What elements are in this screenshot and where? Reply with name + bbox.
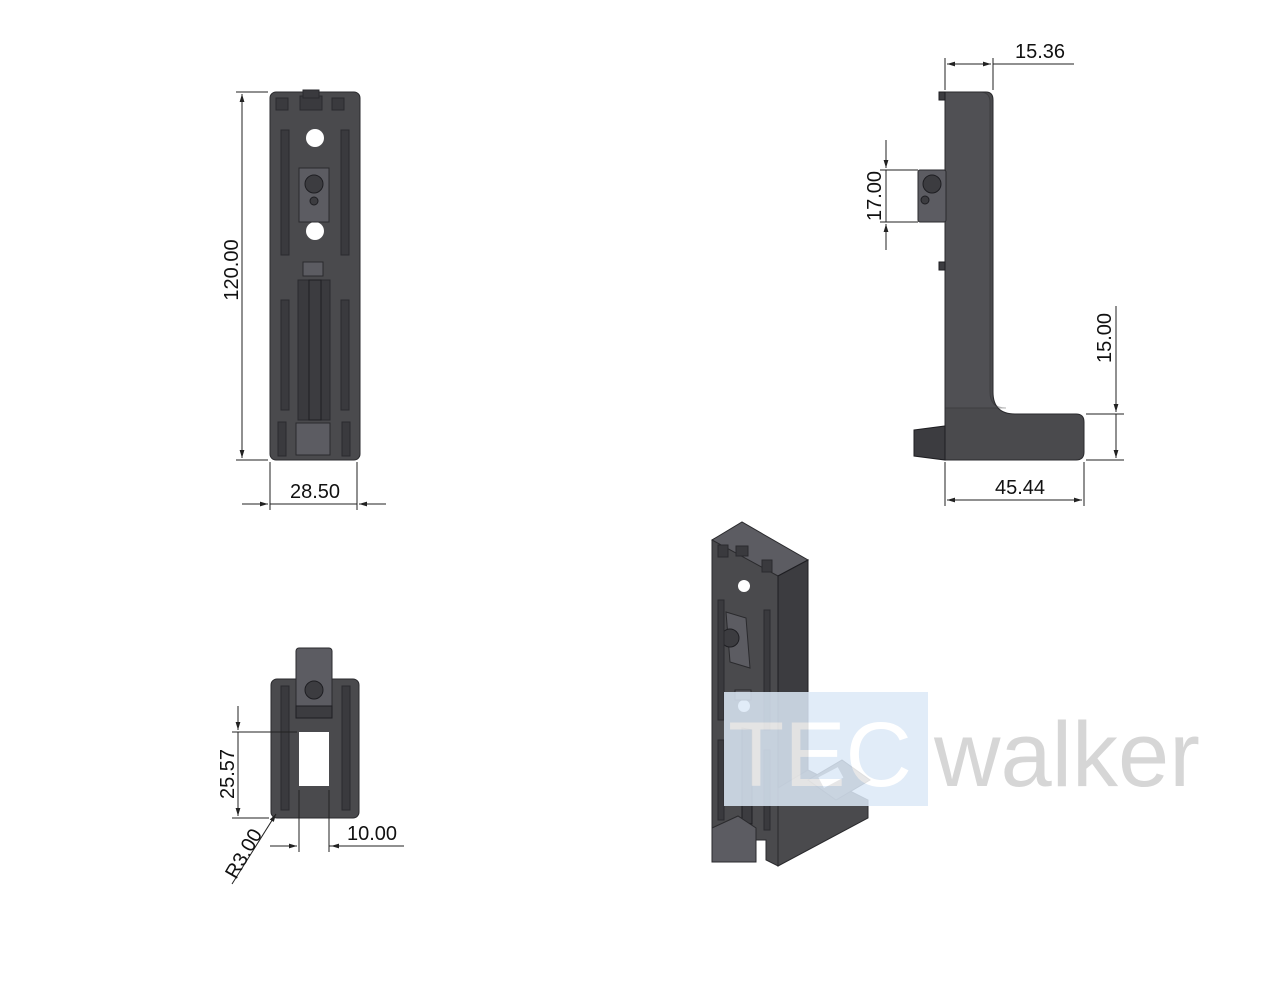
side-top-dimension: 15.36 <box>944 41 1074 90</box>
dim-side-foot-height: 15.00 <box>1094 313 1116 363</box>
bottom-radius-dimension: R3.00 <box>221 813 277 885</box>
watermark-walker: walker <box>933 704 1200 806</box>
watermark-box <box>724 692 928 806</box>
bottom-width-dimension: 10.00 <box>270 790 404 852</box>
watermark-tec: TEC <box>728 704 912 806</box>
front-view <box>269 89 361 461</box>
dim-side-depth: 45.44 <box>995 477 1045 499</box>
side-view <box>913 91 1085 461</box>
dim-bottom-radius: R3.00 <box>221 825 267 882</box>
dim-front-height: 120.00 <box>221 239 243 300</box>
side-depth-dimension: 45.44 <box>944 462 1085 506</box>
dim-front-width: 28.50 <box>290 481 340 503</box>
bottom-view <box>270 647 360 819</box>
side-slot-dimension: 17.00 <box>864 140 918 250</box>
front-width-dimension: 28.50 <box>242 462 386 510</box>
bottom-slot-dimension: 25.57 <box>217 706 297 819</box>
watermark: TEC walker <box>724 692 1200 806</box>
dim-side-top-offset: 15.36 <box>1015 41 1065 63</box>
dim-bottom-slot-width: 10.00 <box>347 823 397 845</box>
dim-bottom-slot-height: 25.57 <box>217 749 239 799</box>
side-foot-dimension: 15.00 <box>1086 306 1124 461</box>
front-height-dimension: 120.00 <box>221 91 268 461</box>
dim-side-slot-height: 17.00 <box>864 171 886 221</box>
